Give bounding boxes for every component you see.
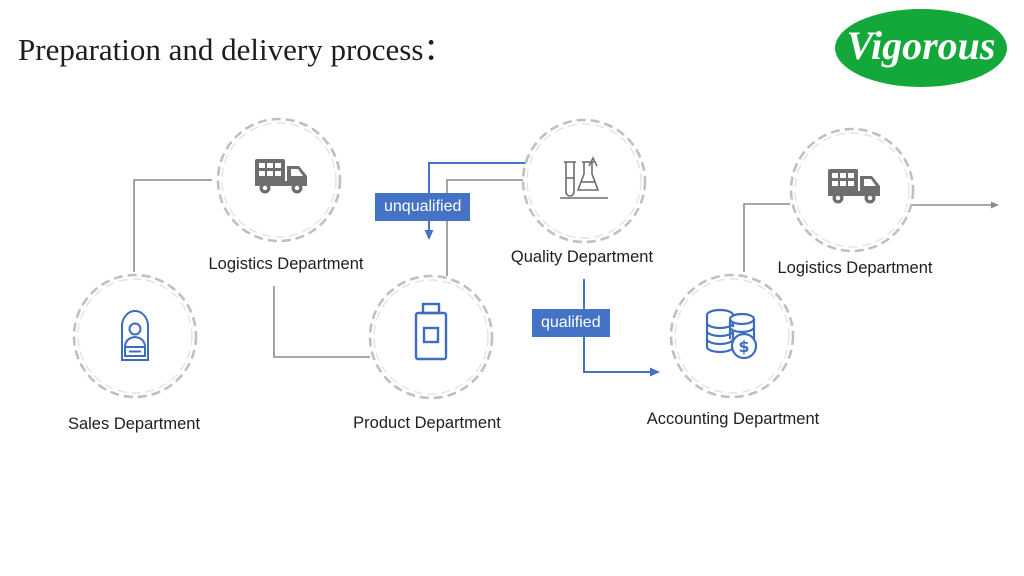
salesperson-icon xyxy=(121,310,149,361)
unqualified-tag: unqualified xyxy=(375,193,471,221)
connector-product-to-quality xyxy=(446,179,528,276)
svg-text:Vigorous: Vigorous xyxy=(847,23,996,68)
page-title: Preparation and delivery process： xyxy=(18,32,455,67)
arrowhead-unqualified xyxy=(424,230,434,240)
node-circle-product xyxy=(368,274,494,400)
arrowhead-qualified xyxy=(650,367,660,377)
node-label-product: Product Department xyxy=(353,414,501,432)
truck-icon xyxy=(255,159,307,194)
node-circle-quality xyxy=(521,118,647,244)
connector-accounting-to-logistics xyxy=(743,203,790,272)
connector-sales-to-logistics xyxy=(133,179,212,272)
node-label-sales: Sales Department xyxy=(67,415,201,433)
coins-dollar-icon: $ xyxy=(705,308,758,360)
node-label-quality: Quality Department xyxy=(510,248,654,266)
svg-text:$: $ xyxy=(738,337,749,356)
node-label-logistics-2: Logistics Department xyxy=(777,259,933,277)
connector-logistics-to-product xyxy=(273,286,370,358)
logo-graphic: Vigorous xyxy=(835,9,1007,87)
node-label-accounting: Accounting Department xyxy=(646,410,820,428)
lab-flask-icon xyxy=(560,156,608,199)
qualified-tag: qualified xyxy=(532,309,610,337)
truck-icon xyxy=(828,169,880,204)
bottle-icon xyxy=(414,302,448,361)
arrowhead-output xyxy=(991,201,999,209)
node-label-logistics-1: Logistics Department xyxy=(208,255,364,273)
brand-logo: Vigorous xyxy=(834,8,1008,88)
